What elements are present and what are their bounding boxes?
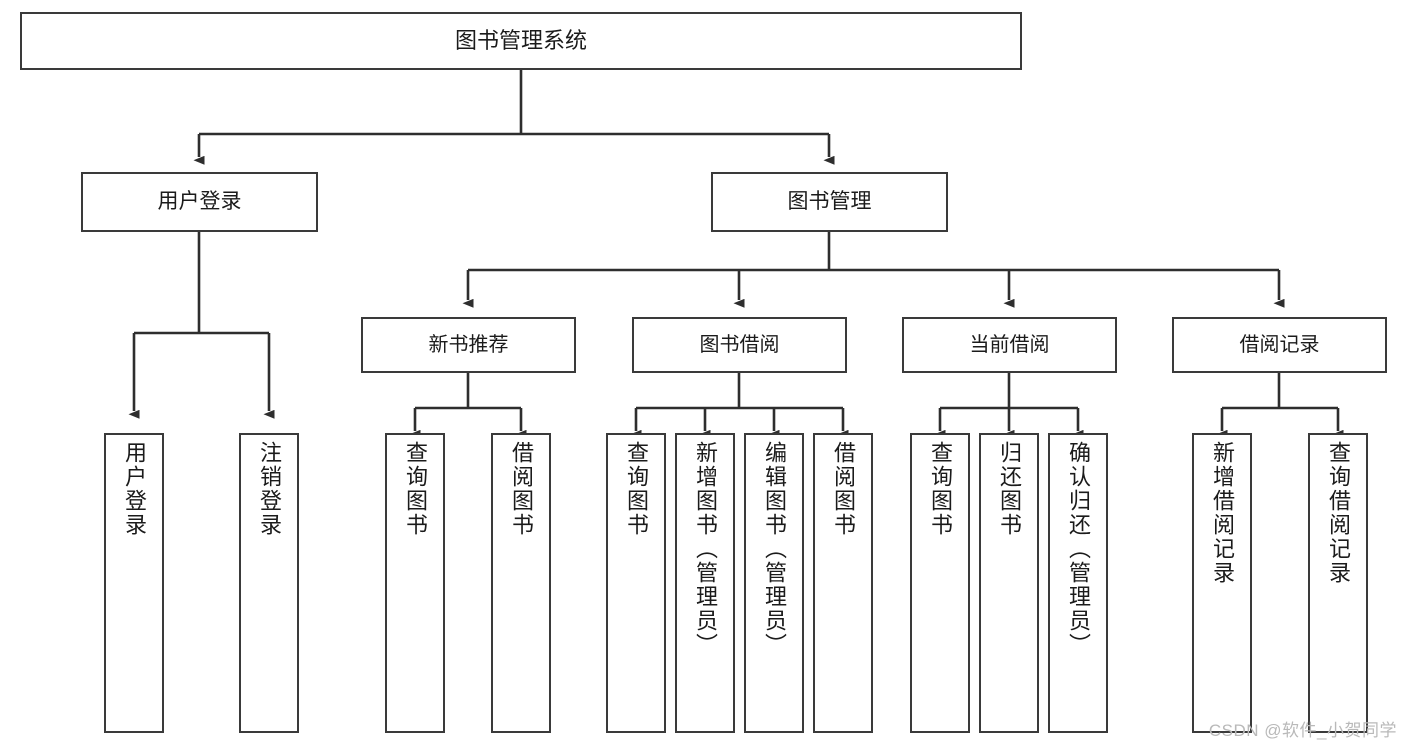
node-borrow-record[interactable]: 借阅记录 (1172, 317, 1387, 373)
leaf-borrow-book-2-label: 借阅图书 (830, 441, 856, 537)
leaf-borrow-book-1-label: 借阅图书 (508, 441, 534, 537)
leaf-borrow-book-2[interactable]: 借阅图书 (813, 433, 873, 733)
leaf-confirm-return-label: 确认归还（管理员） (1065, 441, 1091, 657)
node-current-borrow-label: 当前借阅 (969, 333, 1050, 356)
leaf-user-login-label: 用户登录 (121, 441, 147, 537)
leaf-add-book[interactable]: 新增图书（管理员） (675, 433, 735, 733)
leaf-query-book-2-label: 查询图书 (623, 441, 649, 537)
node-user-login[interactable]: 用户登录 (81, 172, 318, 232)
node-user-login-label: 用户登录 (157, 190, 242, 214)
leaf-query-book-3-label: 查询图书 (927, 441, 953, 537)
node-root-label: 图书管理系统 (454, 27, 587, 53)
leaf-query-book-1-label: 查询图书 (402, 441, 428, 537)
leaf-return-book[interactable]: 归还图书 (979, 433, 1039, 733)
leaf-user-login[interactable]: 用户登录 (104, 433, 164, 733)
node-book-borrow-label: 图书借阅 (699, 333, 780, 356)
leaf-borrow-book-1[interactable]: 借阅图书 (491, 433, 551, 733)
watermark: CSDN @软件_小贺同学 (1208, 721, 1397, 740)
node-new-book-recommend-label: 新书推荐 (428, 333, 509, 356)
leaf-query-book-2[interactable]: 查询图书 (606, 433, 666, 733)
leaf-confirm-return[interactable]: 确认归还（管理员） (1048, 433, 1108, 733)
leaf-logout-label: 注销登录 (256, 441, 282, 537)
leaf-add-record[interactable]: 新增借阅记录 (1192, 433, 1252, 733)
leaf-query-book-1[interactable]: 查询图书 (385, 433, 445, 733)
node-book-manage-label: 图书管理 (787, 190, 872, 214)
node-current-borrow[interactable]: 当前借阅 (902, 317, 1117, 373)
leaf-query-record-label: 查询借阅记录 (1325, 441, 1351, 585)
leaf-query-book-3[interactable]: 查询图书 (910, 433, 970, 733)
leaf-query-record[interactable]: 查询借阅记录 (1308, 433, 1368, 733)
node-borrow-record-label: 借阅记录 (1239, 333, 1320, 356)
node-book-manage[interactable]: 图书管理 (711, 172, 948, 232)
leaf-add-record-label: 新增借阅记录 (1209, 441, 1235, 585)
node-new-book-recommend[interactable]: 新书推荐 (361, 317, 576, 373)
leaf-add-book-label: 新增图书（管理员） (692, 441, 718, 657)
node-root[interactable]: 图书管理系统 (20, 12, 1022, 70)
leaf-edit-book-label: 编辑图书（管理员） (761, 441, 787, 657)
leaf-return-book-label: 归还图书 (996, 441, 1022, 537)
node-book-borrow[interactable]: 图书借阅 (632, 317, 847, 373)
leaf-edit-book[interactable]: 编辑图书（管理员） (744, 433, 804, 733)
leaf-logout[interactable]: 注销登录 (239, 433, 299, 733)
